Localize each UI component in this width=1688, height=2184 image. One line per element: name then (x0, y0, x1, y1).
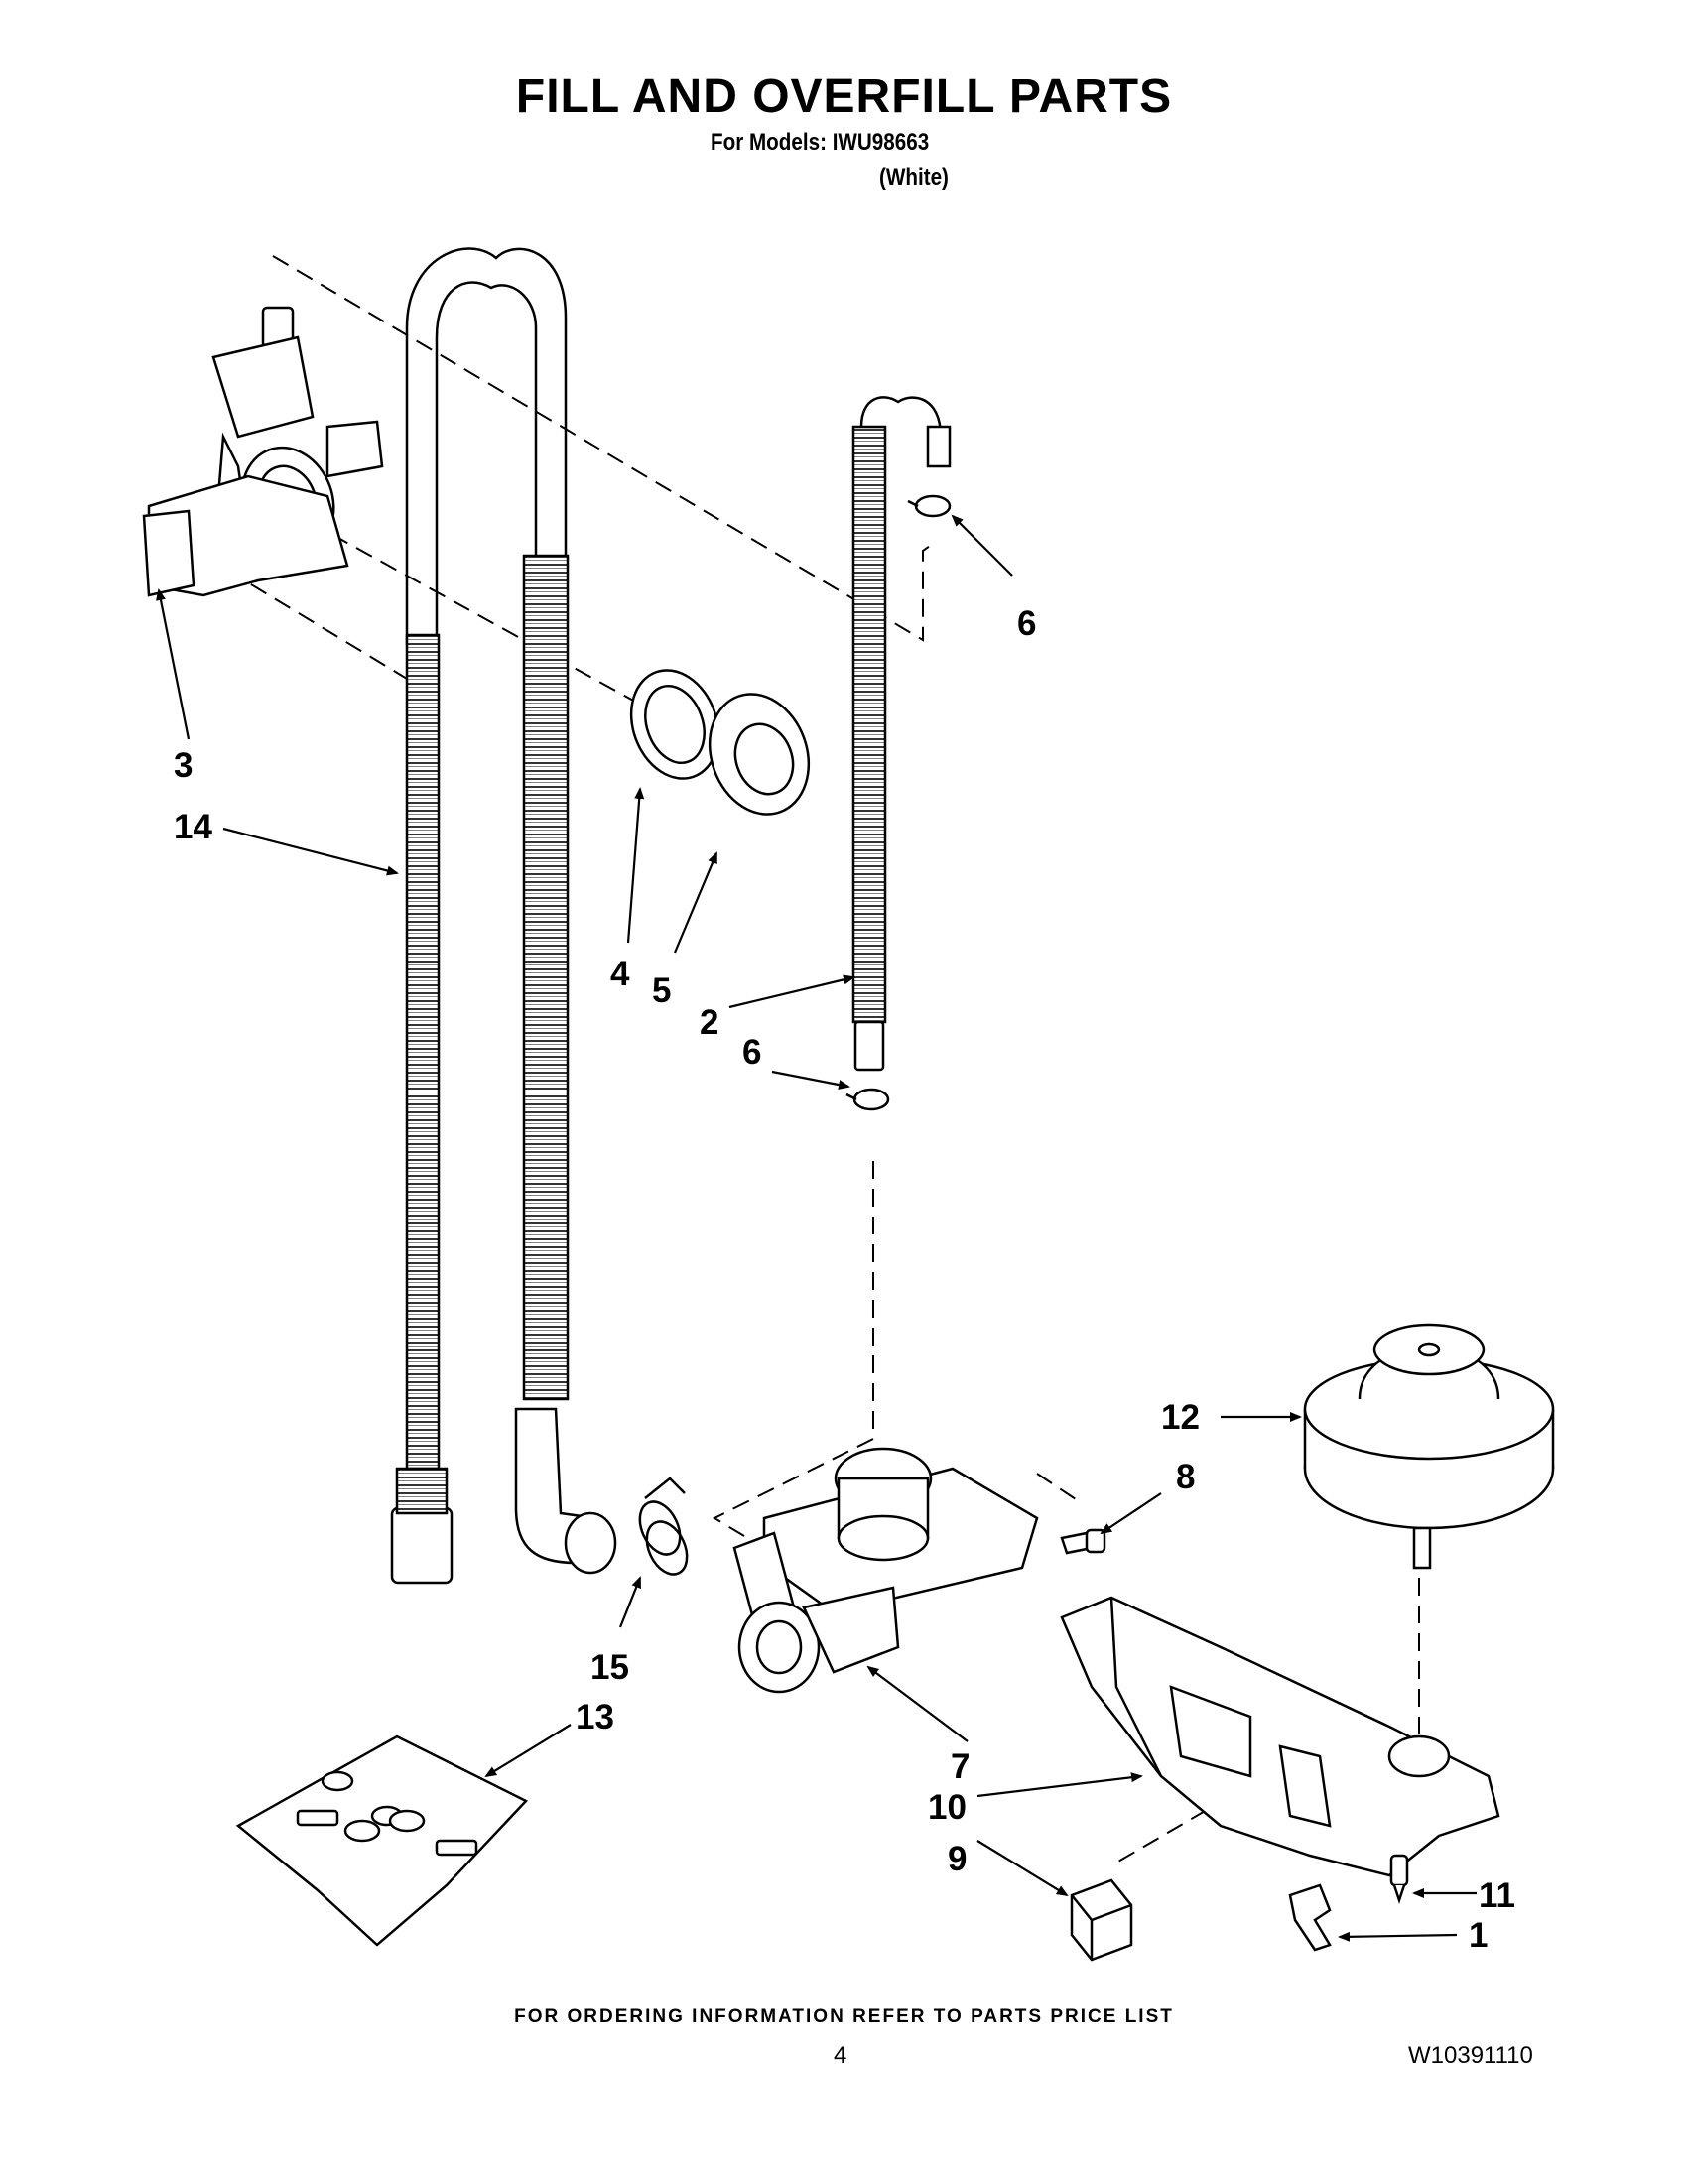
ordering-note: FOR ORDERING INFORMATION REFER TO PARTS … (514, 2006, 1174, 2027)
callout-9: 9 (948, 1840, 967, 1878)
switch-bracket-part (1060, 1596, 1500, 1877)
callout-15: 15 (590, 1648, 629, 1687)
screw-part (1060, 1528, 1106, 1555)
callout-labels: 6 3 14 4 5 2 6 7 8 12 10 9 11 1 15 13 (174, 604, 1515, 1955)
color-line: (White) (879, 164, 949, 191)
fill-hose-part (851, 396, 952, 1072)
nut-part (708, 693, 811, 816)
callout-14: 14 (174, 808, 212, 846)
hose-clamp-part (638, 1477, 689, 1576)
callout-2: 2 (700, 1003, 718, 1042)
bracket-screw-part (1389, 1854, 1409, 1904)
models-line: For Models: IWU98663 (711, 129, 930, 156)
leader-arrows (156, 514, 1477, 1942)
water-valve-part (732, 1447, 1039, 1694)
document-number: W10391110 (1408, 2042, 1533, 2069)
callout-13: 13 (576, 1698, 614, 1736)
micro-switch-part (1070, 1878, 1133, 1962)
callout-6-bottom: 6 (742, 1033, 761, 1072)
float-part (1303, 1323, 1555, 1570)
overfill-bracket-part (142, 306, 384, 597)
callout-6-top: 6 (1017, 604, 1036, 643)
callout-12: 12 (1161, 1398, 1200, 1437)
callout-10: 10 (928, 1788, 967, 1827)
page-number: 4 (834, 2042, 847, 2069)
callout-4: 4 (610, 955, 630, 993)
gasket-part (629, 669, 720, 780)
drain-hose-part (390, 247, 617, 1585)
small-clamp-part (845, 494, 952, 1111)
page-title: FILL AND OVERFILL PARTS (515, 70, 1173, 123)
callout-7: 7 (951, 1747, 970, 1786)
lever-part (1288, 1883, 1332, 1952)
callout-3: 3 (174, 746, 193, 785)
callout-1: 1 (1469, 1916, 1488, 1955)
callout-8: 8 (1176, 1458, 1195, 1496)
hardware-bag-part (235, 1734, 529, 1947)
callout-11: 11 (1479, 1876, 1515, 1915)
callout-5: 5 (652, 971, 671, 1010)
